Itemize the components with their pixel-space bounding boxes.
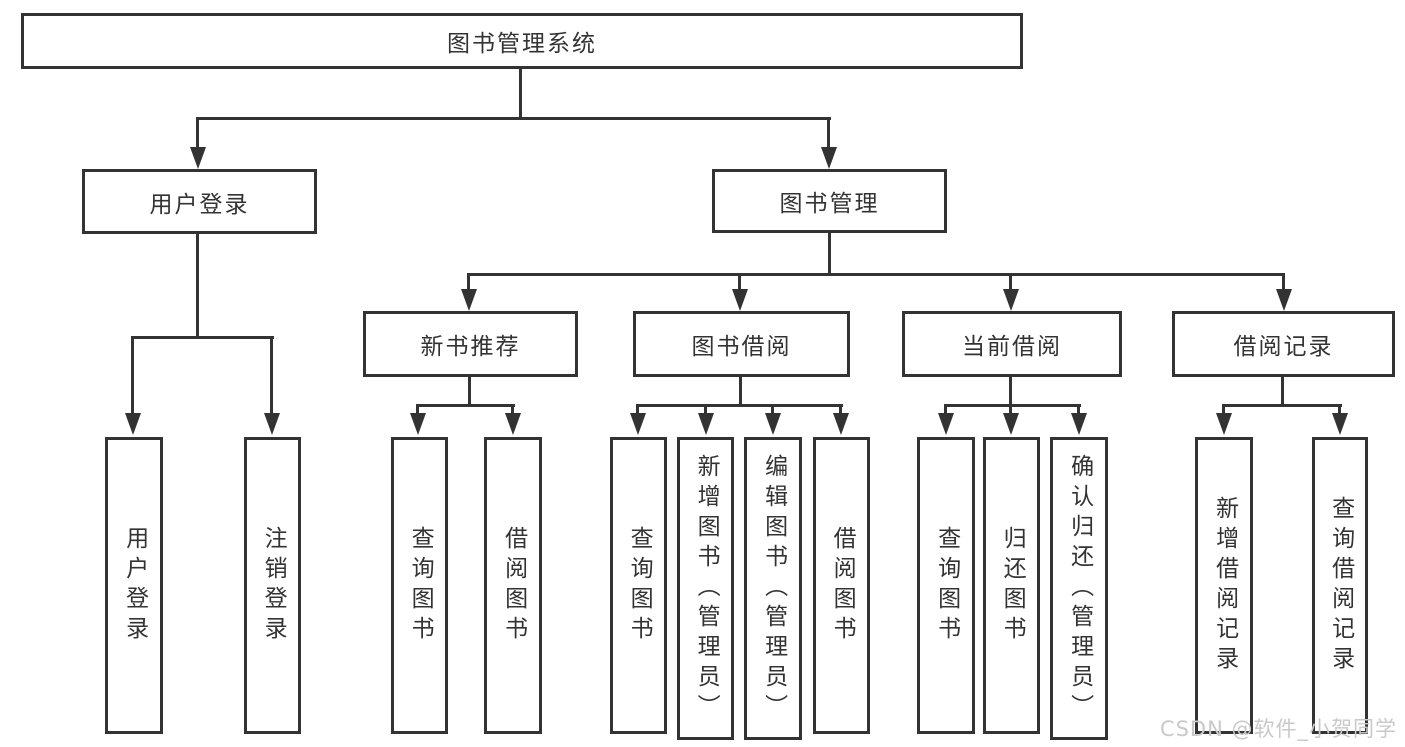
arrowhead-down-icon: [821, 147, 837, 169]
arrowhead-down-icon: [938, 413, 954, 435]
connector-borrow-records-stem: [1281, 377, 1284, 404]
connector-arrow-stem: [511, 404, 514, 415]
leaf-query-books-borrow: 查询图书: [610, 437, 667, 734]
arrowhead-down-icon: [698, 413, 714, 435]
arrowhead-down-icon: [461, 289, 477, 311]
connector-arrow-stem: [131, 336, 134, 415]
connector-arrow-stem: [1222, 404, 1225, 415]
arrowhead-down-icon: [1216, 413, 1232, 435]
leaf-edit-books-admin: 编辑图书（管理员）: [744, 437, 802, 740]
connector-arrow-stem: [270, 336, 273, 415]
leaf-label: 用户登录: [121, 525, 148, 646]
arrowhead-down-icon: [410, 413, 426, 435]
arrowhead-down-icon: [1071, 413, 1087, 435]
leaf-label: 确认归还（管理员）: [1066, 453, 1093, 724]
connector-arrow-stem: [704, 404, 707, 415]
arrowhead-down-icon: [732, 289, 748, 311]
leaf-add-books-admin: 新增图书（管理员）: [677, 437, 734, 740]
leaf-label: 新增借阅记录: [1211, 495, 1238, 676]
leaf-user-login: 用户登录: [105, 437, 163, 734]
node-borrow-records: 借阅记录: [1172, 311, 1395, 377]
connector-arrow-stem: [416, 404, 419, 415]
connector-arrow-stem: [467, 273, 470, 291]
node-user-login: 用户登录: [82, 169, 317, 234]
leaf-label: 查询借阅记录: [1327, 495, 1354, 676]
leaf-label: 查询图书: [933, 525, 960, 646]
arrowhead-down-icon: [505, 413, 521, 435]
arrowhead-down-icon: [190, 147, 206, 169]
connector-book-mgmt-split: [469, 273, 1285, 276]
connector-arrow-stem: [1338, 404, 1341, 415]
connector-arrow-stem: [944, 404, 947, 415]
leaf-query-borrow-record: 查询借阅记录: [1312, 437, 1368, 734]
connector-book-borrow-split: [638, 404, 843, 407]
connector-user-login-split: [133, 336, 274, 339]
leaf-query-books-current: 查询图书: [917, 437, 975, 734]
connector-user-login-stem: [196, 232, 199, 336]
arrowhead-down-icon: [1003, 413, 1019, 435]
connector-arrow-stem: [1077, 404, 1080, 415]
connector-new-book-split: [418, 404, 515, 407]
connector-root-stem: [519, 69, 522, 117]
connector-arrow-stem: [1009, 404, 1012, 415]
node-current-borrow: 当前借阅: [902, 311, 1122, 377]
connector-root-split: [198, 117, 831, 120]
leaf-return-books: 归还图书: [983, 437, 1040, 734]
leaf-add-borrow-record: 新增借阅记录: [1195, 437, 1253, 734]
node-book-borrow: 图书借阅: [633, 311, 850, 377]
connector-arrow-stem: [771, 404, 774, 415]
leaf-confirm-return-admin: 确认归还（管理员）: [1050, 437, 1108, 740]
leaf-label: 查询图书: [407, 525, 434, 646]
leaf-label: 注销登录: [260, 525, 287, 646]
connector-new-book-stem: [468, 377, 471, 404]
arrowhead-down-icon: [765, 413, 781, 435]
csdn-watermark: CSDN @软件_小贺同学: [1159, 717, 1397, 741]
node-new-book-recommend: 新书推荐: [363, 311, 578, 377]
leaf-label: 借阅图书: [829, 525, 856, 646]
arrowhead-down-icon: [1003, 289, 1019, 311]
connector-arrow-stem: [196, 117, 199, 149]
leaf-label: 归还图书: [999, 525, 1026, 646]
arrowhead-down-icon: [1276, 289, 1292, 311]
connector-current-borrow-split: [946, 404, 1081, 407]
connector-arrow-stem: [839, 404, 842, 415]
arrowhead-down-icon: [833, 413, 849, 435]
leaf-borrow-books: 借阅图书: [813, 437, 870, 734]
connector-borrow-records-split: [1224, 404, 1342, 407]
arrowhead-down-icon: [264, 413, 280, 435]
connector-current-borrow-stem: [1009, 377, 1012, 404]
leaf-logout: 注销登录: [244, 437, 301, 734]
arrowhead-down-icon: [1332, 413, 1348, 435]
connector-arrow-stem: [738, 273, 741, 291]
connector-arrow-stem: [827, 117, 830, 149]
arrowhead-down-icon: [630, 413, 646, 435]
leaf-borrow-books-recommend: 借阅图书: [484, 437, 542, 734]
leaf-label: 新增图书（管理员）: [693, 453, 720, 724]
leaf-label: 借阅图书: [500, 525, 527, 646]
leaf-label: 编辑图书（管理员）: [760, 453, 787, 724]
connector-arrow-stem: [636, 404, 639, 415]
node-root-system: 图书管理系统: [21, 13, 1023, 69]
node-book-management: 图书管理: [712, 169, 947, 233]
connector-book-borrow-stem: [739, 377, 742, 404]
connector-book-mgmt-stem: [828, 232, 831, 273]
arrowhead-down-icon: [125, 413, 141, 435]
connector-arrow-stem: [1282, 273, 1285, 291]
leaf-query-books-recommend: 查询图书: [391, 437, 448, 734]
leaf-label: 查询图书: [626, 525, 653, 646]
connector-arrow-stem: [1009, 273, 1012, 291]
